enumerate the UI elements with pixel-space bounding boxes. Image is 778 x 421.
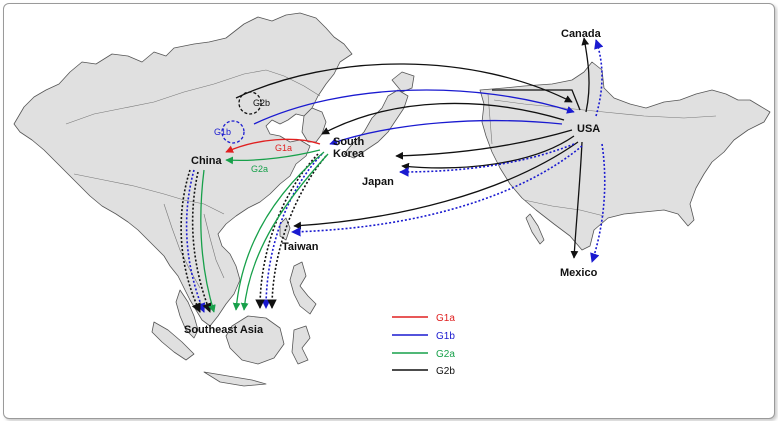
sumatra-shape — [151, 321, 195, 361]
flow-korea-sea-dotted-k2 — [267, 155, 327, 309]
label-taiwan: Taiwan — [282, 241, 319, 253]
label-g1a-flow: G1a — [275, 143, 292, 153]
flow-usa-korea-g1b — [329, 120, 563, 146]
malay-peninsula-shape — [175, 289, 199, 339]
legend-label-g1a: G1a — [436, 313, 455, 324]
label-mexico: Mexico — [560, 267, 598, 279]
g1b-solid-flows — [253, 89, 575, 146]
usa-mexico-border — [523, 199, 605, 217]
indochina-border-2 — [203, 213, 225, 279]
flow-usa-canada-dotted — [594, 39, 604, 117]
place-labels: China South Korea Japan Taiwan Southeast… — [184, 28, 602, 336]
label-south-korea-1: South — [333, 136, 364, 148]
flow-china-usa-g2b — [235, 63, 573, 103]
alaska-border — [487, 93, 493, 145]
label-south-korea-2: Korea — [333, 148, 365, 160]
g2b-solid-flows — [235, 37, 590, 259]
legend-label-g2b: G2b — [436, 366, 455, 377]
flow-usa-japan-dotted — [399, 143, 575, 177]
label-china: China — [191, 155, 222, 167]
flow-korea-sea-g2a — [232, 151, 325, 311]
migration-map: China South Korea Japan Taiwan Southeast… — [13, 12, 771, 387]
g1b-local-loop — [221, 120, 245, 144]
flow-korea-sea-dotted-k1 — [255, 153, 319, 309]
hokkaido-shape — [391, 71, 415, 93]
legend-label-g1b: G1b — [436, 331, 455, 342]
legend-label-g2a: G2a — [436, 349, 455, 360]
label-southeast-asia: Southeast Asia — [184, 324, 264, 336]
label-g1b-loop: G1b — [214, 127, 231, 137]
flow-usa-canada-g2b — [581, 37, 590, 113]
borders-layer — [65, 69, 717, 289]
flow-labels: G2b G1b G1a G2a — [214, 98, 292, 174]
flow-china-sea-dotted-k2 — [191, 171, 212, 313]
flow-usa-korea-g2b — [321, 102, 565, 135]
flow-korea-sea-g2a-2 — [240, 153, 329, 311]
indochina-border — [163, 203, 201, 289]
flow-usa-mexico-dotted — [590, 143, 606, 263]
label-g2b-loop: G2b — [253, 98, 270, 108]
flow-usa-mexico-g2b — [570, 141, 583, 259]
sulawesi-shape — [291, 325, 311, 365]
flow-korea-china-g1a — [225, 138, 321, 153]
flow-china-usa-g1b — [253, 89, 575, 125]
usa-canada-border — [493, 99, 717, 119]
g1b-dotted-flows — [185, 39, 606, 313]
flow-korea-sea-dotted-b — [261, 153, 323, 309]
flow-china-sea-g2a — [200, 169, 216, 313]
asia-mainland-shape — [13, 12, 353, 327]
flow-usa-japan-g2b — [395, 129, 573, 160]
label-usa: USA — [577, 123, 600, 135]
java-shape — [203, 371, 267, 387]
land-layer — [13, 12, 771, 387]
north-america-shape — [479, 61, 771, 251]
map-frame: China South Korea Japan Taiwan Southeast… — [3, 3, 775, 419]
g2b-dotted-flows — [180, 153, 327, 313]
flow-korea-china-g2a — [225, 149, 321, 165]
label-g2a-flow: G2a — [251, 164, 268, 174]
china-border-north — [65, 69, 321, 125]
g2a-solid-flows — [200, 149, 329, 313]
g2b-local-loop — [238, 91, 262, 115]
label-canada: Canada — [561, 28, 602, 40]
baja-shape — [525, 213, 545, 245]
flow-china-sea-dotted-k1 — [180, 169, 201, 313]
flow-usa-taiwan-dotted — [291, 145, 583, 237]
label-japan: Japan — [362, 176, 394, 188]
flow-usa-taiwan-g2b — [293, 141, 579, 230]
borneo-shape — [225, 315, 285, 365]
china-border-south — [73, 173, 225, 215]
flow-korea-usa-g2b-link — [492, 89, 581, 111]
legend: G1a G1b G2a G2b — [392, 313, 455, 377]
japan-shape — [343, 89, 409, 159]
philippines-shape — [289, 261, 317, 315]
flow-usa-japan2-g2b — [401, 135, 575, 171]
